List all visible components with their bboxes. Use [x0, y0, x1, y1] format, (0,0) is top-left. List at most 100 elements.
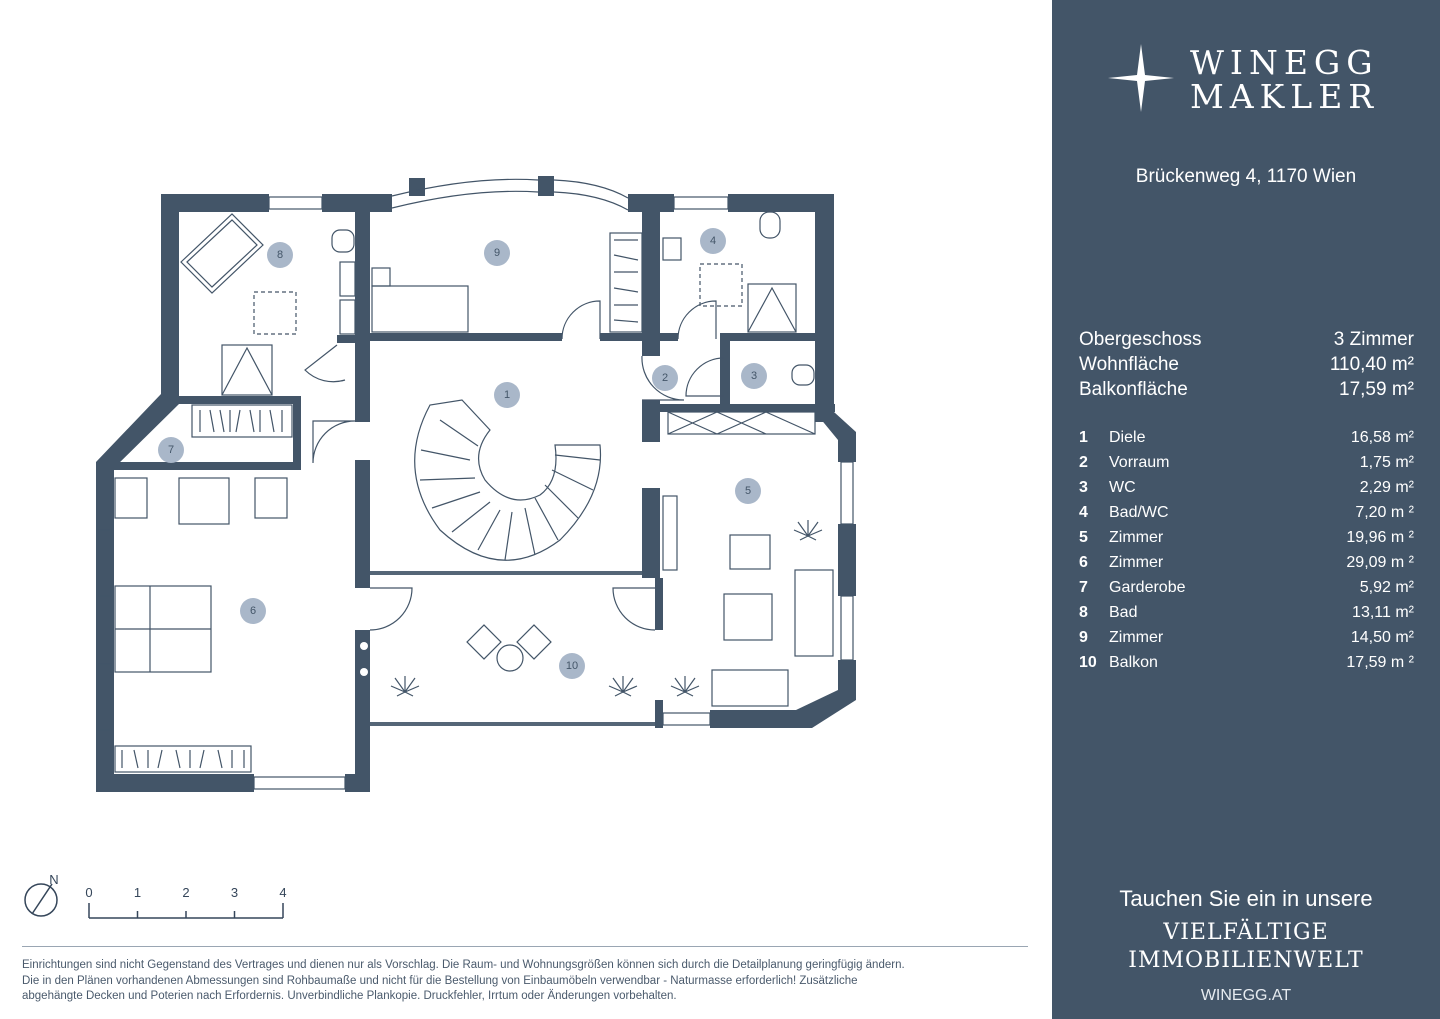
room-badge-label: 4	[710, 235, 716, 247]
room-name: Zimmer	[1109, 629, 1164, 646]
room-badge-label: 9	[494, 247, 500, 259]
room-list-item: 10 Balkon 17,59 m ²	[1079, 654, 1414, 679]
room-badge-label: 3	[751, 370, 757, 382]
floor-plan-area: 1 2 3 4 5 6 7 8 9 10 N 0 1 2 3 4 Einrichtungen sind n…	[22, 176, 1028, 1005]
room-badge	[494, 382, 520, 408]
room-list-item: 1 Diele 16,58 m²	[1079, 429, 1414, 454]
room-badge	[741, 363, 767, 389]
room-badge	[267, 242, 293, 268]
room-number: 3	[1079, 479, 1088, 496]
room-badge	[484, 240, 510, 266]
room-name: Bad/WC	[1109, 504, 1169, 521]
room-name: Bad	[1109, 604, 1138, 621]
info-panel: WINEGG MAKLER Brückenweg 4, 1170 Wien Ob…	[1052, 0, 1440, 1019]
room-number: 6	[1079, 554, 1088, 571]
room-area: 17,59 m ²	[1346, 654, 1414, 671]
room-name: Vorraum	[1109, 454, 1170, 471]
disclaimer: Einrichtungen sind nicht Gegenstand des …	[22, 958, 1028, 1005]
room-number: 1	[1079, 429, 1088, 446]
room-name: Balkon	[1109, 654, 1158, 671]
room-badge	[240, 598, 266, 624]
room-area: 14,50 m²	[1350, 629, 1414, 646]
brand-line-1: WINEGG	[1190, 43, 1379, 82]
summary-label: Wohnfläche	[1079, 354, 1179, 375]
room-badge-label: 7	[168, 444, 174, 456]
room-badge	[735, 478, 761, 504]
room-name: Garderobe	[1109, 579, 1186, 596]
room-badge-label: 6	[250, 605, 256, 617]
room-number: 10	[1079, 654, 1097, 671]
scale-tick-label: 2	[182, 885, 189, 900]
slogan-line-2: IMMOBILIENWELT	[1128, 948, 1364, 973]
summary-row: Balkonfläche 17,59 m²	[1079, 379, 1414, 404]
room-name: WC	[1109, 479, 1136, 496]
brand-logo: WINEGG MAKLER	[1190, 46, 1410, 114]
room-area: 29,09 m ²	[1346, 554, 1414, 571]
room-number: 7	[1079, 579, 1088, 596]
room-number: 9	[1079, 629, 1088, 646]
star-logo-icon	[1108, 44, 1174, 112]
room-area: 5,92 m²	[1359, 579, 1414, 596]
doors	[304, 300, 725, 631]
summary-value: 3 Zimmer	[1333, 329, 1414, 350]
summary-value: 110,40 m²	[1329, 354, 1414, 375]
windows	[98, 178, 854, 790]
room-list-item: 9 Zimmer 14,50 m²	[1079, 629, 1414, 654]
room-list-item: 5 Zimmer 19,96 m ²	[1079, 529, 1414, 554]
summary-table: Obergeschoss 3 Zimmer Wohnfläche 110,40 …	[1079, 329, 1414, 404]
website-link[interactable]: WINEGG.AT	[1200, 987, 1292, 1004]
summary-label: Obergeschoss	[1079, 329, 1202, 350]
property-address: Brückenweg 4, 1170 Wien	[1135, 166, 1357, 187]
floor-plan: 1 2 3 4 5 6 7 8 9 10 N 0 1 2 3 4	[24, 176, 856, 919]
room-badge-label: 10	[566, 660, 578, 672]
fixtures	[114, 211, 834, 773]
room-list-item: 7 Garderobe 5,92 m²	[1079, 579, 1414, 604]
plants	[390, 520, 823, 697]
room-badge-label: 5	[745, 485, 751, 497]
summary-label: Balkonfläche	[1079, 379, 1188, 400]
disclaimer-line-3: abgehängte Decken und Poterien nach Erfo…	[22, 990, 677, 1002]
room-name: Zimmer	[1109, 529, 1164, 546]
room-badge-label: 8	[277, 249, 283, 261]
summary-row: Obergeschoss 3 Zimmer	[1079, 329, 1414, 354]
room-badge	[559, 653, 585, 679]
room-area: 1,75 m²	[1359, 454, 1414, 471]
room-badge-label: 1	[504, 389, 510, 401]
room-area: 13,11 m²	[1352, 604, 1414, 621]
tagline: Tauchen Sie ein in unsere	[1119, 886, 1373, 911]
room-list-item: 6 Zimmer 29,09 m ²	[1079, 554, 1414, 579]
scale-tick-label: 3	[231, 885, 238, 900]
room-number: 5	[1079, 529, 1088, 546]
scale-tick-label: 0	[85, 885, 92, 900]
room-badge	[158, 437, 184, 463]
room-list-item: 3 WC 2,29 m²	[1079, 479, 1414, 504]
scale-tick-label: 4	[279, 885, 286, 900]
room-badge	[652, 365, 678, 391]
disclaimer-separator	[22, 946, 1028, 947]
slogan-line-1: VIELFÄLTIGE	[1163, 920, 1329, 945]
room-name: Zimmer	[1109, 554, 1164, 571]
room-area: 2,29 m²	[1359, 479, 1414, 496]
room-badges: 1 2 3 4 5 6 7 8 9 10	[158, 228, 767, 679]
room-area: 19,96 m ²	[1346, 529, 1414, 546]
room-area: 7,20 m ²	[1355, 504, 1414, 521]
room-list-item: 4 Bad/WC 7,20 m ²	[1079, 504, 1414, 529]
room-number: 4	[1079, 504, 1088, 521]
summary-row: Wohnfläche 110,40 m²	[1079, 354, 1414, 379]
room-badge	[700, 228, 726, 254]
brand-line-2: MAKLER	[1190, 77, 1380, 116]
north-label: N	[49, 872, 58, 887]
disclaimer-line-2: Die in den Plänen vorhandenen Abmessunge…	[22, 974, 858, 987]
room-number: 8	[1079, 604, 1088, 621]
disclaimer-line-1: Einrichtungen sind nicht Gegenstand des …	[22, 959, 905, 971]
room-area: 16,58 m²	[1350, 429, 1414, 446]
scale-tick-label: 1	[134, 885, 141, 900]
scale-bar: N 0 1 2 3 4	[24, 872, 287, 919]
room-badge-label: 2	[662, 372, 668, 384]
walls	[96, 176, 856, 792]
room-list-item: 8 Bad 13,11 m²	[1079, 604, 1414, 629]
summary-value: 17,59 m²	[1339, 379, 1414, 400]
room-name: Diele	[1109, 429, 1146, 446]
